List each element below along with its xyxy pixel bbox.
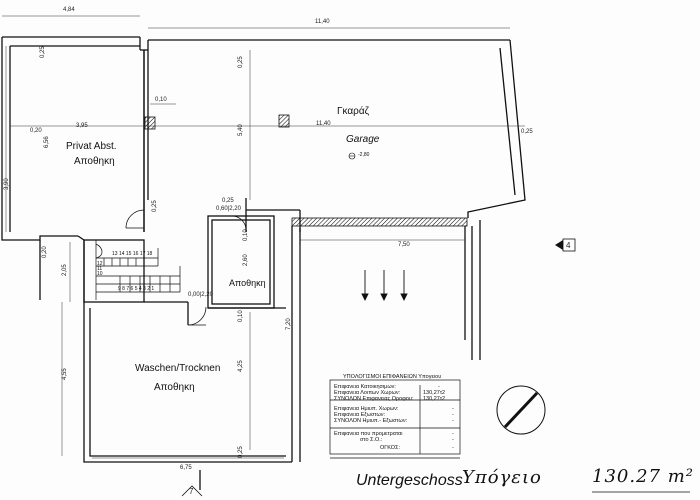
- dim-top-inset-b: 0,25: [238, 56, 244, 68]
- dim-laundry-height: 4,55: [62, 368, 68, 380]
- stair-number: 2: [147, 286, 150, 292]
- stair-number: 14: [118, 251, 125, 257]
- column-left: [144, 116, 156, 130]
- door-arc-storage: [231, 215, 247, 231]
- table-row-label: Επιφανεια Λοιπων Χωρων:: [334, 390, 401, 396]
- stair-number: 6: [130, 286, 134, 292]
- wall-garage-right: [467, 39, 526, 218]
- dim-store-wall: 0,10: [243, 229, 249, 241]
- plan-area-handwritten: 130.27 m²: [592, 466, 694, 487]
- table-row-label: Επιφανεια Κατοικησιμων:: [334, 384, 396, 390]
- stair-number-col-left: 12 11 10: [97, 262, 107, 277]
- stair-number: 15: [125, 251, 132, 257]
- bottom-marker-label: 7: [189, 487, 194, 496]
- door-arc-privat: [125, 209, 145, 229]
- column-mid: [278, 114, 290, 128]
- table-row-label: ΣΥΝΟΛΟΝ Ημιυπ.- Εξωστων:: [334, 418, 408, 424]
- dim-laundry-wall: 0,10: [238, 310, 244, 322]
- dim-laundry-width: 6,75: [180, 465, 192, 471]
- table-row-value: -: [452, 412, 454, 418]
- dim-top-total: 11,40: [315, 19, 330, 25]
- dim-garage-width: 11,40: [316, 121, 331, 127]
- table-row-value: 130,27τ2: [423, 390, 446, 396]
- area-table-frame: [329, 379, 461, 459]
- table-row-value: -: [452, 431, 454, 437]
- stair-number-row-bottom: 9 8 7 6 5 4 3 2 1: [118, 287, 154, 292]
- stair-number: 3: [143, 286, 146, 292]
- stair-number-row-top: 13 14 15 16 17 18: [112, 252, 152, 257]
- room-label-privat-gr: Αποθηκη: [74, 156, 115, 167]
- stair-number: 16: [132, 251, 139, 257]
- dim-ramp-depth: 7,20: [286, 318, 292, 330]
- ramp-arrows: [361, 270, 408, 302]
- wall-left-outer: [1, 37, 78, 241]
- stair-number: 9: [118, 286, 121, 292]
- room-label-storage: Αποθηκη: [229, 278, 266, 288]
- dim-left-wall: 0,20: [30, 128, 42, 134]
- dim-level-b: 0,25: [152, 200, 158, 212]
- room-label-garage-de: Garage: [346, 134, 380, 145]
- door-arc-laundry: [187, 306, 207, 326]
- stair-number: 11: [97, 266, 103, 272]
- stair-number: 18: [146, 251, 153, 257]
- table-row-label: Επιφανεια Ημιυπ. Χωρων:: [334, 406, 399, 412]
- dim-laundry-depth: 4,25: [238, 360, 244, 372]
- table-row-label: ΟΓΚΟΣ:: [380, 445, 401, 451]
- dim-store-depth: 2,60: [243, 254, 249, 266]
- stair-treads: [95, 240, 181, 300]
- stair-number: 5: [134, 286, 138, 292]
- table-row-value: -: [452, 437, 454, 443]
- stair-number: 4: [138, 286, 142, 292]
- dim-laundry-bottom: 0,25: [238, 446, 244, 458]
- dim-top-left: 4,84: [63, 7, 75, 13]
- dim-top-inset-a: 0,25: [40, 46, 46, 58]
- room-label-privat-de: Privat Abst.: [66, 141, 117, 152]
- dim-stair-depth: 2,05: [62, 264, 68, 276]
- section-arrow: [555, 240, 563, 250]
- table-row-value: -: [452, 445, 454, 451]
- dim-ramp-width: 7,50: [398, 242, 410, 248]
- dim-level-a: 0,25: [222, 198, 234, 204]
- plan-title-greek: Υπόγειο: [462, 467, 542, 488]
- garage-level-marker: [348, 152, 356, 160]
- dim-level-b-val: 0,00|2,20: [188, 292, 213, 298]
- dim-left-room-width: 3,95: [76, 123, 88, 129]
- area-table-title: ΥΠΟΛΟΓΙΣΜΟΙ ΕΠΙΦΑΝΕΙΩΝ Υπογειου: [343, 374, 442, 380]
- dim-garage-depth: 5,40: [238, 124, 244, 136]
- table-row-value: -: [452, 418, 454, 424]
- dim-left-stub: 0,20: [42, 246, 48, 258]
- stair-number: 12: [97, 261, 103, 267]
- table-row-label: στο Σ.Ο.:: [360, 437, 383, 443]
- compass-needle: [503, 391, 539, 429]
- stair-number: 1: [151, 286, 155, 292]
- table-row-value: -: [438, 384, 440, 390]
- dim-mid-small: 0,10: [155, 97, 167, 103]
- table-row-label: Επιφανεια που προμετραται: [334, 431, 403, 437]
- dim-left-room-depth: 6,56: [44, 136, 50, 148]
- room-label-garage-gr: Γκαράζ: [337, 106, 370, 117]
- stair-number: 7: [126, 286, 130, 292]
- plan-title: Untergeschoss: [356, 472, 463, 489]
- compass-circle: [496, 385, 546, 435]
- table-row-value: 130,27τ2: [423, 396, 446, 402]
- garage-level-text: -2,80: [358, 152, 370, 158]
- room-label-laundry-gr: Αποθηκη: [154, 382, 195, 393]
- table-row-label: Επιφανεια Εξωστων:: [334, 412, 386, 418]
- dim-level-a-val: 0,60|2,20: [216, 206, 241, 212]
- dim-left-outer: 3,90: [4, 178, 10, 190]
- table-row-value: -: [452, 406, 454, 412]
- stair-number: 17: [139, 251, 146, 257]
- dim-garage-right: 0,25: [521, 129, 533, 135]
- table-row-label: ΣΥΝΟΛΟΝ Επιφανειας Οροφου:: [334, 396, 414, 402]
- stair-number: 13: [112, 251, 118, 257]
- stair-number: 8: [122, 286, 125, 292]
- room-label-laundry-de: Waschen/Trocknen: [135, 363, 221, 374]
- stair-number: 10: [97, 271, 103, 277]
- section-marker-label: 4: [566, 241, 571, 250]
- garage-door-band: [291, 217, 468, 227]
